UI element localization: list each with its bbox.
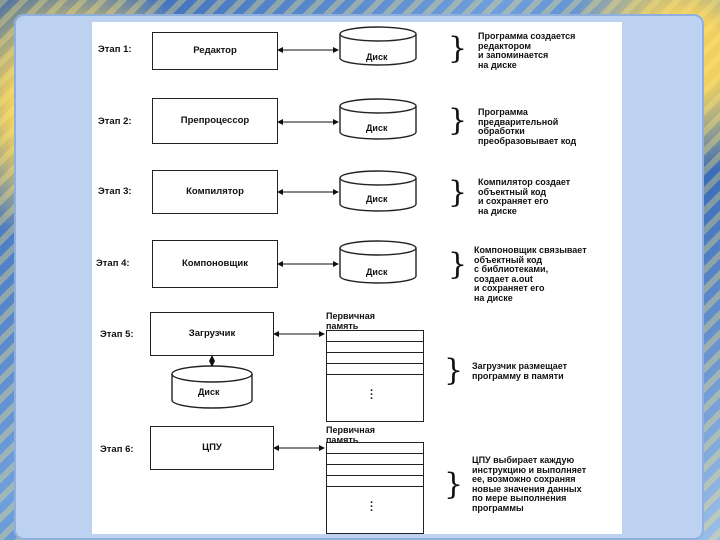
stage-description: ЦПУ выбирает каждую инструкцию и выполня… (472, 456, 612, 513)
compilation-stages-diagram: Этап 1: Этап 2: Этап 3: Этап 4: Этап 5: … (92, 22, 622, 534)
stage-label: Этап 2: (98, 117, 132, 127)
box-label: Препроцессор (181, 116, 249, 126)
loader-box: Загрузчик (150, 312, 274, 356)
compiler-box: Компилятор (152, 170, 278, 214)
memory-title: Первичная память (326, 312, 375, 331)
stage-label: Этап 1: (98, 45, 132, 55)
disk-label: Диск (198, 388, 219, 398)
stage-label: Этап 6: (100, 445, 134, 455)
ellipsis-icon: ... (370, 386, 373, 398)
preprocessor-box: Препроцессор (152, 98, 278, 144)
box-label: Компоновщик (182, 259, 248, 269)
editor-box: Редактор (152, 32, 278, 70)
box-label: Компилятор (186, 187, 244, 197)
primary-memory (326, 442, 424, 534)
brace-icon: } (448, 250, 467, 280)
ellipsis-icon: ... (370, 498, 373, 510)
brace-icon: } (444, 470, 463, 500)
disk-label: Диск (366, 53, 387, 63)
primary-memory (326, 330, 424, 422)
disk-label: Диск (366, 268, 387, 278)
stage-description: Компоновщик связывает объектный код с би… (474, 246, 614, 303)
brace-icon: } (448, 34, 467, 64)
stage-label: Этап 4: (96, 259, 130, 269)
stage-description: Компилятор создает объектный код и сохра… (478, 178, 618, 216)
cpu-box: ЦПУ (150, 426, 274, 470)
box-label: ЦПУ (202, 443, 222, 453)
box-label: Загрузчик (189, 329, 236, 339)
disk-label: Диск (366, 195, 387, 205)
disk-label: Диск (366, 124, 387, 134)
stage-description: Программа создается редактором и запомин… (478, 32, 618, 70)
brace-icon: } (444, 356, 463, 386)
disk-icon (340, 171, 416, 211)
brace-icon: } (448, 106, 467, 136)
stage-label: Этап 5: (100, 330, 134, 340)
stage-label: Этап 3: (98, 187, 132, 197)
stage-description: Загрузчик размещает программу в памяти (472, 362, 612, 381)
stage-description: Программа предварительной обработки прео… (478, 108, 618, 146)
box-label: Редактор (193, 46, 237, 56)
linker-box: Компоновщик (152, 240, 278, 288)
brace-icon: } (448, 178, 467, 208)
